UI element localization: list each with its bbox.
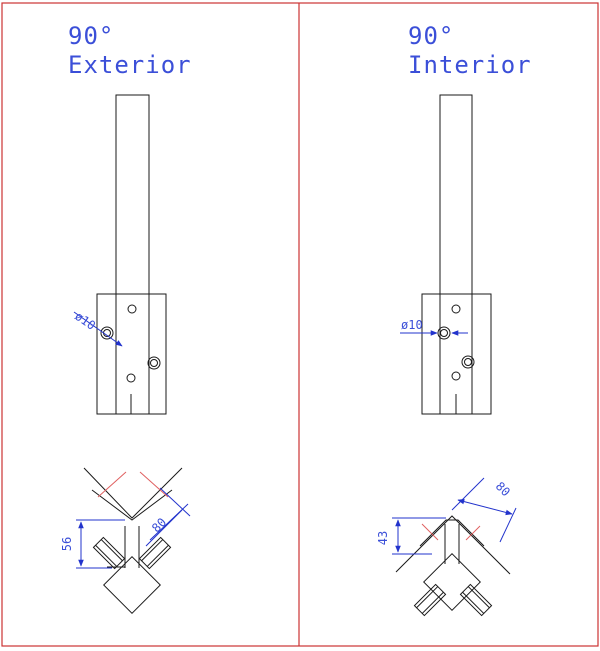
exterior-inner-profile — [91, 489, 173, 521]
interior-left-bracket — [413, 583, 447, 617]
exterior-panel: 90° Exterior ø10 — [60, 22, 192, 614]
exterior-vertical-bar — [115, 94, 150, 415]
exterior-accent-lines — [97, 471, 169, 498]
exterior-left-bracket — [92, 536, 126, 570]
interior-diag-dim-label: 80 — [493, 479, 513, 499]
interior-plan-view — [395, 515, 511, 617]
interior-bolt-inner — [440, 329, 448, 337]
exterior-hole-bottom — [126, 373, 136, 383]
interior-accent-lines — [421, 523, 481, 541]
interior-hole-dimension: ø10 — [400, 318, 468, 336]
exterior-bolt2-inner — [150, 359, 158, 367]
interior-type-label: Interior — [408, 51, 532, 79]
interior-elevation — [421, 94, 492, 415]
interior-hole-top — [451, 304, 461, 314]
exterior-diag-dim-label: 80 — [149, 515, 169, 535]
exterior-vertical-dimension — [76, 519, 125, 569]
interior-diagonal-dimension — [451, 477, 517, 543]
interior-bolt2-outer — [461, 355, 475, 369]
interior-bolt2-inner — [464, 358, 472, 366]
exterior-outer-profile — [83, 467, 183, 519]
interior-outer-profile — [395, 515, 511, 575]
interior-hole-bottom — [451, 371, 461, 381]
exterior-elevation — [96, 94, 167, 415]
interior-vertical-dim-label: 43 — [376, 531, 390, 545]
exterior-right-bracket — [138, 536, 172, 570]
interior-hole-label: ø10 — [401, 318, 423, 332]
interior-vertical-dimension — [392, 517, 446, 555]
exterior-base-block — [103, 556, 161, 614]
exterior-plan-view — [83, 467, 183, 614]
interior-vertical-bar — [439, 94, 473, 415]
interior-bolt-outer — [437, 326, 451, 340]
exterior-hole-label: ø10 — [72, 309, 98, 333]
exterior-angle-label: 90° — [68, 22, 114, 50]
exterior-vertical-dim-label: 56 — [60, 537, 74, 551]
exterior-hole-top — [127, 304, 137, 314]
exterior-bolt-outer — [100, 326, 114, 340]
exterior-type-label: Exterior — [68, 51, 192, 79]
interior-right-bracket — [459, 583, 493, 617]
interior-angle-label: 90° — [408, 22, 454, 50]
exterior-bolt2-outer — [147, 356, 161, 370]
interior-panel: 90° Interior ø10 — [376, 22, 532, 617]
exterior-diagonal-dimension — [145, 487, 191, 547]
interior-inner-profile — [419, 519, 485, 547]
